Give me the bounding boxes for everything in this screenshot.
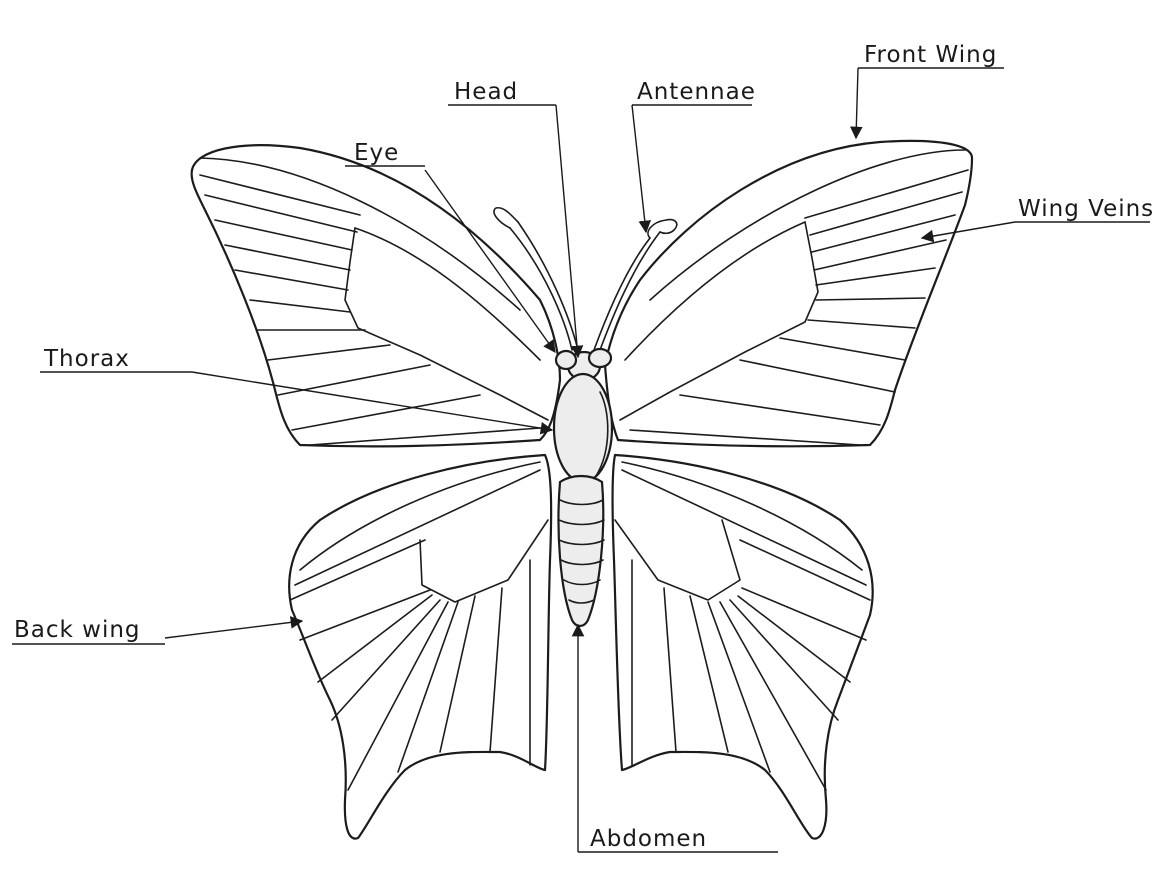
label-thorax-text: Thorax	[43, 346, 130, 372]
label-front-wing-text: Front Wing	[864, 42, 997, 68]
label-front-wing: Front Wing	[856, 42, 1004, 138]
label-antennae-text: Antennae	[637, 79, 756, 105]
label-wing-veins: Wing Veins	[922, 196, 1154, 238]
label-thorax: Thorax	[40, 346, 552, 430]
label-antennae: Antennae	[632, 79, 756, 232]
label-abdomen: Abdomen	[578, 625, 778, 852]
label-wing-veins-text: Wing Veins	[1018, 196, 1154, 222]
right-eye	[589, 349, 611, 367]
label-back-wing-text: Back wing	[14, 617, 141, 643]
left-eye	[556, 351, 576, 369]
label-eye-text: Eye	[354, 140, 399, 166]
butterfly-abdomen	[559, 476, 605, 626]
butterfly-thorax	[554, 374, 612, 482]
label-abdomen-text: Abdomen	[590, 826, 707, 852]
label-back-wing: Back wing	[12, 617, 302, 644]
right-front-wing	[605, 141, 972, 447]
label-head-text: Head	[454, 79, 518, 105]
right-back-wing	[613, 455, 873, 839]
left-back-wing	[289, 455, 551, 839]
